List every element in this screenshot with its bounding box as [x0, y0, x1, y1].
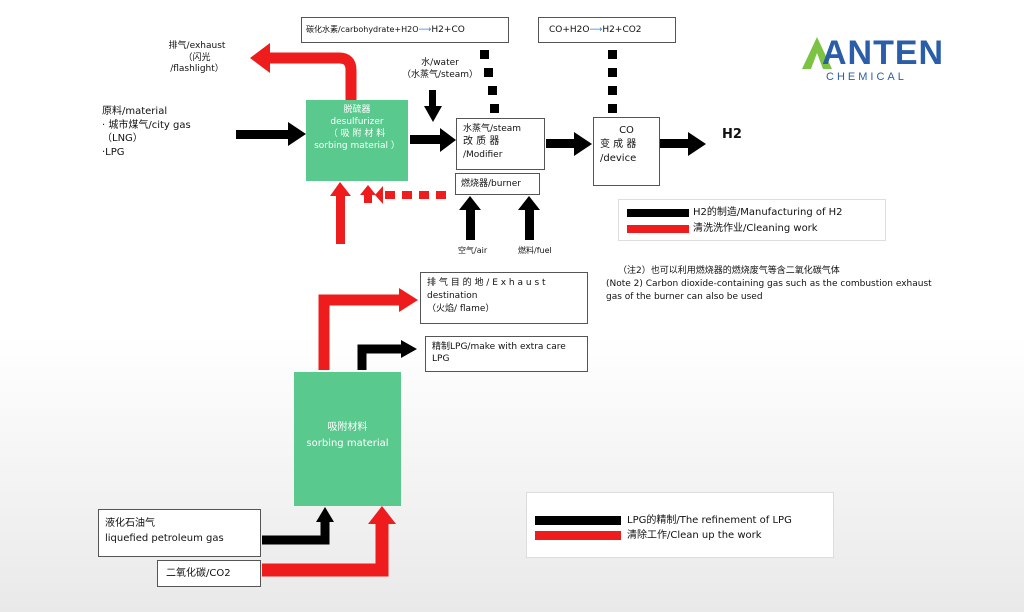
legend-lpg-red-swatch [535, 531, 621, 540]
eq1-right: H2+CO [431, 25, 465, 35]
logo-sub: CHEMICAL [826, 71, 907, 83]
legend-lpg-red-label: 清除工作/Clean up the work [627, 530, 762, 541]
lpg-in-l2: liquefied petroleum gas [105, 533, 224, 544]
co-device-l3: /device [600, 153, 637, 164]
water-l2: （水蒸气/steam） [401, 69, 479, 80]
modifier-l3: /Modifier [463, 149, 503, 160]
legend-lpg: LPG的精制/The refinement of LPG 清除工作/Clean … [526, 492, 834, 558]
exhaust-top-label: 排气/exhaust （闪光 /flashlight） [166, 41, 228, 76]
exhaust-red-arrow [268, 52, 357, 100]
fuel-label: 燃料/fuel [518, 246, 552, 255]
desulfurizer-box: 脱硫器 desulfurizer （ 吸 附 材 料 sorbing mater… [306, 100, 408, 181]
co-device-l1: CO [619, 125, 634, 136]
desulfurizer-l3: （ 吸 附 材 料 [328, 129, 386, 140]
legend-h2-red-swatch [627, 225, 689, 233]
material-l2: · 城市煤气/city gas [102, 119, 191, 131]
refined-lpg-box: 精制LPG/make with extra care LPG [425, 336, 588, 372]
exhaust-dest-l1: 排 气 目 的 地 / E x h a u s t [427, 278, 546, 288]
note-l1: （注2）也可以利用燃烧器的燃烧废气等含二氧化碳气体 [618, 266, 840, 276]
eq1-left: 碳化水素/carbohydrate+H2O [306, 25, 419, 34]
sorbing-l1: 吸附材料 [327, 422, 368, 433]
burner-label: 燃烧器/burner [461, 179, 521, 189]
exhaust-dest-l2: destination [427, 291, 478, 302]
exhaust-dest-red-arrow [318, 294, 400, 370]
eq2-left: CO+H2O [549, 25, 590, 35]
co2-label: 二氧化碳/CO2 [166, 568, 231, 579]
exhaust-top-l2: （闪光 [183, 52, 211, 63]
co-device-l2: 变 成 器 [600, 139, 637, 150]
note-box: （注2）也可以利用燃烧器的燃烧废气等含二氧化碳气体 (Note 2) Carbo… [598, 262, 946, 324]
refined-l1: 精制LPG/make with extra care [432, 342, 566, 352]
h2-output: H2 [722, 127, 742, 142]
exhaust-dest-l3: （火焰/ flame） [427, 304, 495, 315]
equation-shift: CO+H2O⟶H2+CO2 [538, 17, 676, 43]
air-label: 空气/air [458, 246, 488, 255]
legend-lpg-black-swatch [535, 516, 621, 525]
refined-l2: LPG [432, 354, 450, 365]
water-label: 水/water （水蒸气/steam） [400, 58, 480, 81]
material-l1: 原料/material [102, 106, 168, 117]
exhaust-top-l3: /flashlight） [170, 64, 224, 75]
desulfurizer-l4: sorbing material ） [314, 141, 400, 152]
co2-input-box: 二氧化碳/CO2 [157, 560, 261, 587]
legend-lpg-black-label: LPG的精制/The refinement of LPG [627, 515, 792, 526]
modifier-box: 水蒸气/steam 改 质 器 /Modifier [456, 118, 545, 170]
note-l2: (Note 2) Carbon dioxide-containing gas s… [606, 279, 932, 290]
material-box: 原料/material · 城市煤气/city gas （LNG） ·LPG [96, 100, 234, 186]
legend-h2-black-label: H2的制造/Manufacturing of H2 [693, 207, 843, 218]
logo-mark-icon [802, 37, 832, 69]
anten-logo: ANTEN CHEMICAL [800, 34, 945, 86]
legend-h2-red-label: 清洗洗作业/Cleaning work [693, 223, 818, 234]
material-l3: （LNG） [102, 133, 143, 144]
exhaust-destination-box: 排 气 目 的 地 / E x h a u s t destination （火… [420, 272, 588, 324]
eq2-right: H2+CO2 [602, 25, 642, 35]
desulfurizer-l2: desulfurizer [330, 117, 384, 128]
legend-h2: H2的制造/Manufacturing of H2 清洗洗作业/Cleaning… [618, 199, 886, 241]
modifier-l1: 水蒸气/steam [463, 124, 522, 134]
lpg-in-l1: 液化石油气 [105, 518, 155, 529]
sorbing-material-box: 吸附材料 sorbing material [294, 372, 401, 506]
desulfurizer-l1: 脱硫器 [343, 105, 371, 115]
note-l3: gas of the burner can also be used [606, 292, 763, 303]
co-device-box: CO 变 成 器 /device [593, 117, 660, 186]
eq2-arrow: ⟶ [589, 25, 603, 35]
sorbing-l2: sorbing material [306, 438, 389, 449]
eq1-arrow: ⟶ [418, 25, 432, 35]
legend-h2-black-swatch [627, 209, 689, 217]
burner-box: 燃烧器/burner [455, 173, 540, 195]
water-l1: 水/water [421, 58, 459, 68]
equation-reforming: 碳化水素/carbohydrate+H2O⟶H2+CO [301, 17, 509, 43]
logo-name: ANTEN [822, 34, 945, 72]
modifier-l2: 改 质 器 [463, 136, 500, 148]
lpg-input-box: 液化石油气 liquefied petroleum gas [98, 509, 261, 557]
material-l4: ·LPG [102, 146, 125, 158]
exhaust-top-l1: 排气/exhaust [168, 41, 226, 51]
